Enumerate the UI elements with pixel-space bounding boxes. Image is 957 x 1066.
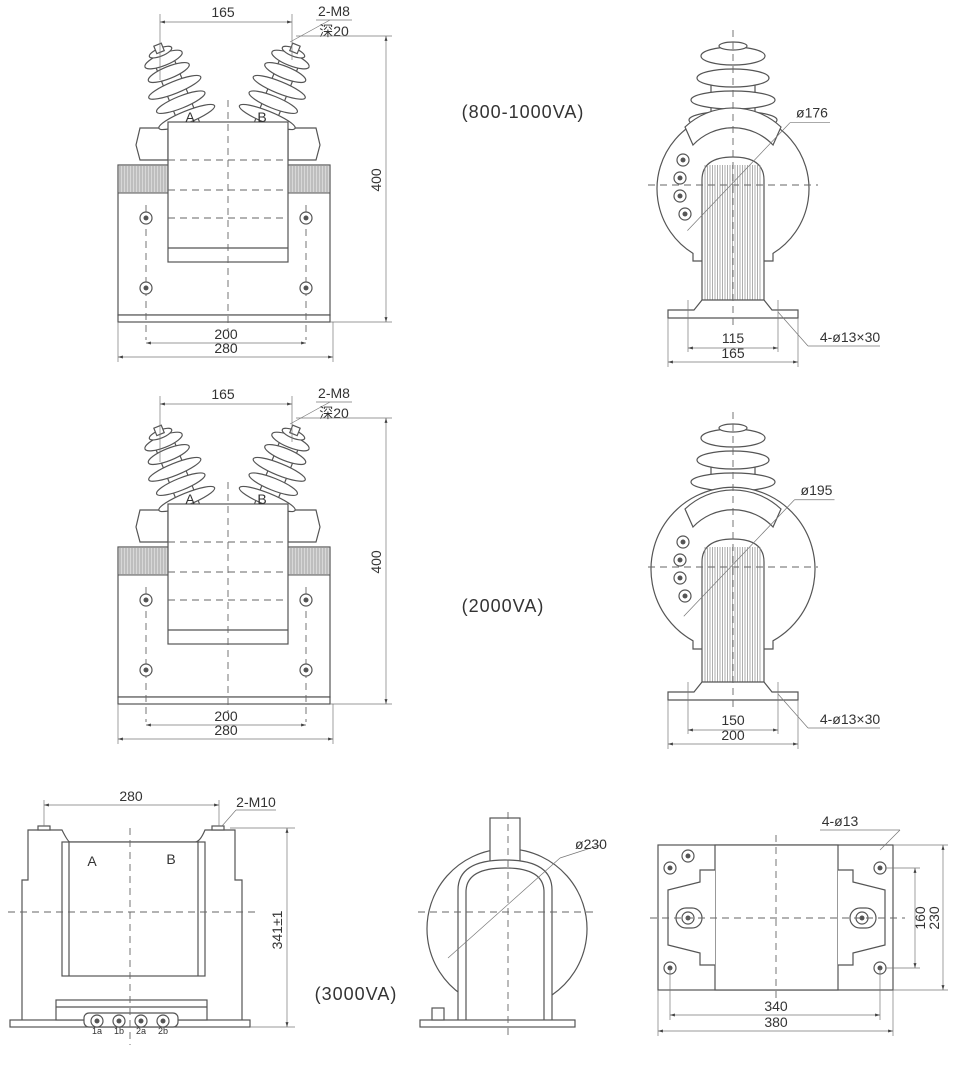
- ear-right: [287, 127, 321, 161]
- dim-inner-label: 115: [722, 330, 745, 346]
- terminal-label-a: A: [87, 853, 97, 869]
- diameter-label: ø195: [801, 482, 833, 498]
- line: [777, 311, 809, 347]
- terminal-label-b: B: [257, 109, 266, 125]
- depth-label: 深20: [319, 405, 349, 421]
- dim-inner-label: 200: [214, 708, 238, 724]
- terminal-label-2a: 2a: [136, 1026, 146, 1036]
- ear-left: [135, 509, 169, 543]
- side-view-va3000: ø230: [418, 812, 607, 1040]
- line: [221, 809, 237, 827]
- terminal-stud: [288, 424, 301, 437]
- holes-label: 4-ø13×30: [820, 711, 881, 727]
- terminal-label-a: A: [185, 109, 195, 125]
- ear-left: [135, 127, 169, 161]
- diameter-leader: [447, 857, 561, 959]
- dim-outer-v-label: 230: [926, 906, 942, 930]
- terminal-label-a: A: [185, 491, 195, 507]
- dim-height-label: 400: [368, 550, 384, 574]
- base-plate: [117, 696, 331, 705]
- core-leg: [457, 859, 553, 1020]
- terminal-label-1a: 1a: [92, 1026, 102, 1036]
- insulator-a: [144, 42, 216, 135]
- terminal-stud: [288, 42, 301, 55]
- dim-outer-label: 280: [214, 340, 238, 356]
- holes-label: 4-ø13×30: [820, 329, 881, 345]
- dim-outer-label: 165: [721, 345, 745, 361]
- dim-inner-label: 150: [721, 712, 745, 728]
- line: [559, 844, 601, 859]
- diameter-label: ø176: [796, 105, 828, 121]
- title-800-1000va: (800-1000VA): [462, 102, 585, 122]
- front-view-va3000: 1a 1b 2a 2b A B 280 2-M10 341±1: [8, 788, 295, 1045]
- ground-bolt-icon: [431, 1007, 445, 1021]
- dim-inner-v-label: 160: [912, 906, 928, 930]
- diameter-leader: [687, 122, 791, 231]
- core-window: [61, 841, 206, 977]
- thread-label: 2-M10: [236, 794, 276, 810]
- diameter-leader: [683, 499, 795, 617]
- line: [289, 19, 331, 43]
- dim-inner-h-label: 340: [764, 998, 788, 1014]
- ear-right: [287, 509, 321, 543]
- base-plate: [117, 314, 331, 323]
- line: [879, 829, 901, 851]
- dim-outer-label: 200: [721, 727, 745, 743]
- dim-inner-label: 200: [214, 326, 238, 342]
- title-2000va: (2000VA): [462, 596, 545, 616]
- dim-top-label: 165: [211, 4, 235, 20]
- base-plate: [419, 1019, 576, 1028]
- thread-label: 2-M8: [318, 385, 350, 401]
- coil-left: [117, 164, 169, 194]
- terminal-label-b: B: [257, 491, 266, 507]
- terminal-stud: [153, 424, 166, 437]
- dim-top-label: 165: [211, 386, 235, 402]
- dim-outer-h-label: 380: [764, 1014, 788, 1030]
- core: [714, 844, 839, 991]
- line: [289, 401, 331, 425]
- diameter-label: ø230: [575, 836, 607, 852]
- holes-label: 4-ø13: [822, 813, 859, 829]
- terminal-post: [489, 817, 521, 863]
- dim-height-label: 341±1: [269, 910, 285, 949]
- dim-height-label: 400: [368, 168, 384, 192]
- terminal-label-b: B: [166, 851, 175, 867]
- terminal-stud: [153, 42, 166, 55]
- thread-label: 2-M8: [318, 3, 350, 19]
- coil-left: [117, 546, 169, 576]
- title-3000va: (3000VA): [315, 984, 398, 1004]
- terminal-label-1b: 1b: [114, 1026, 124, 1036]
- terminal-label-2b: 2b: [158, 1026, 168, 1036]
- dim-top-label: 280: [119, 788, 143, 804]
- depth-label: 深20: [319, 23, 349, 39]
- insulator-a: [144, 424, 216, 517]
- line: [777, 693, 809, 729]
- dim-outer-label: 280: [214, 722, 238, 738]
